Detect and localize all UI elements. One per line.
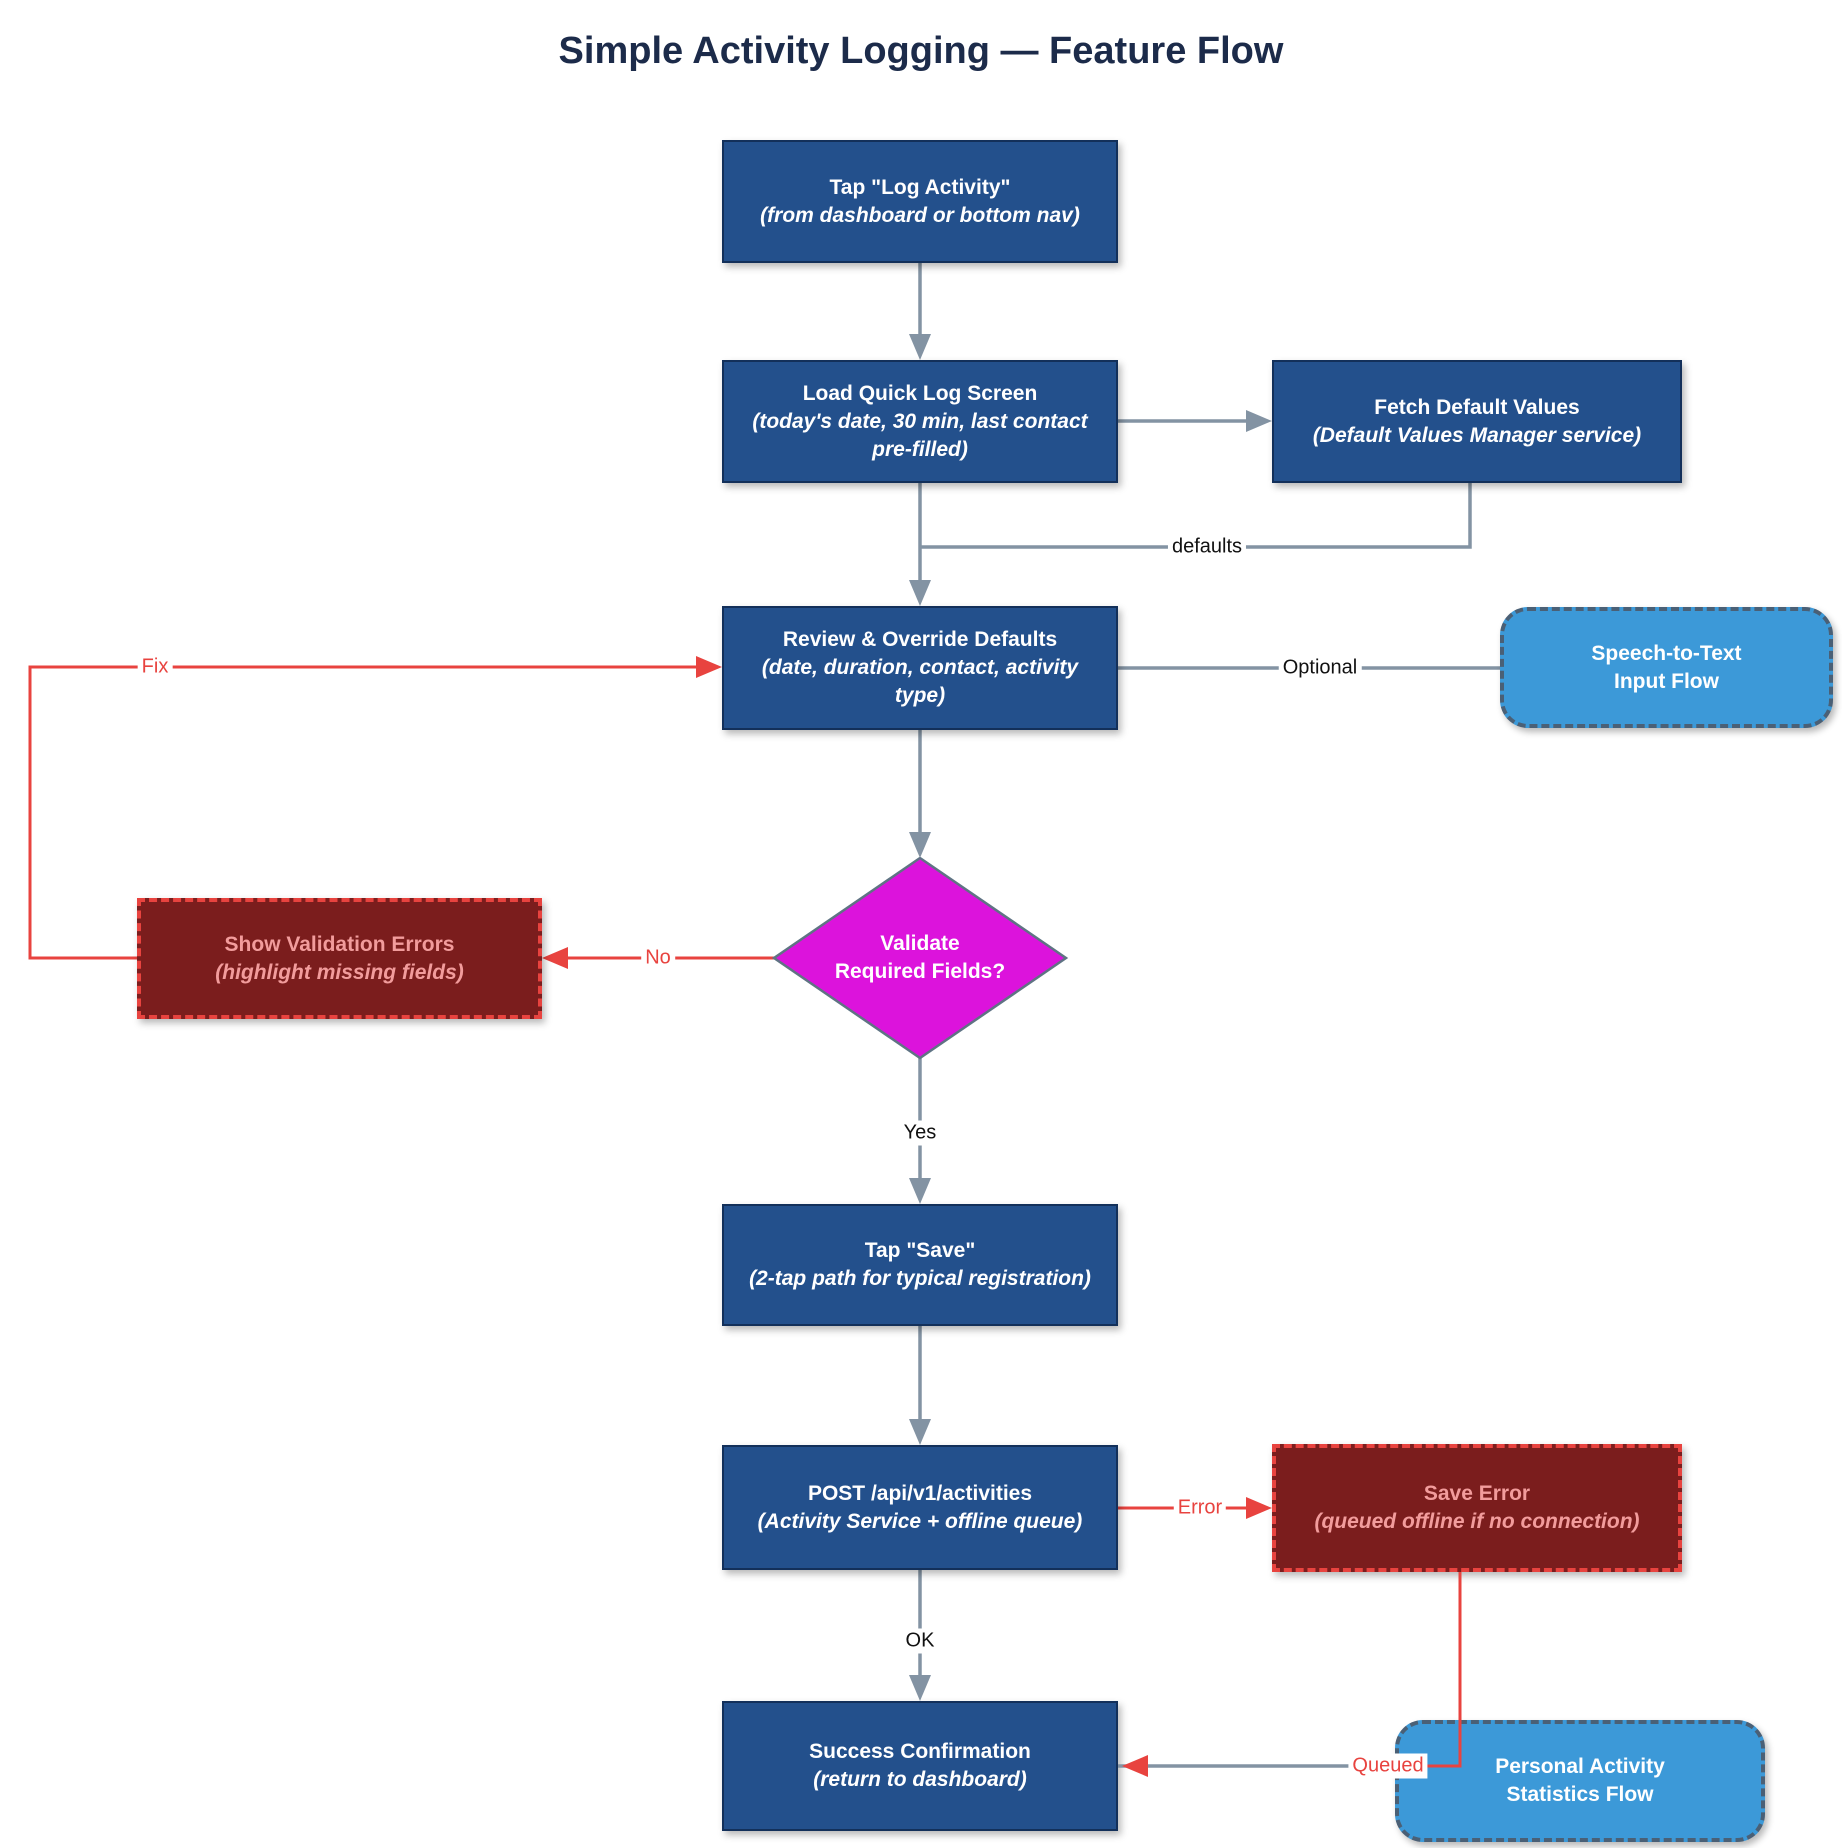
arrowhead-into-tapsave: [909, 1178, 931, 1204]
arrowhead-fix-into-review: [696, 656, 722, 678]
node-subtitle: (queued offline if no connection): [1314, 1510, 1640, 1533]
arrowhead-into-review: [909, 580, 931, 606]
edge-label-no: No: [641, 945, 675, 971]
node-subtitle: (2-tap path for typical registration): [749, 1267, 1091, 1290]
node-speech-to-text-flow: Speech-to-Text Input Flow: [1500, 607, 1833, 728]
node-title: Review & Override Defaults: [782, 628, 1058, 651]
node-title: Tap "Save": [864, 1239, 976, 1262]
node-subtitle: Statistics Flow: [1506, 1783, 1654, 1806]
page-title: Simple Activity Logging — Feature Flow: [558, 30, 1284, 72]
node-personal-activity-stats-flow: Personal Activity Statistics Flow: [1395, 1720, 1765, 1842]
node-title: Fetch Default Values: [1374, 395, 1580, 419]
node-subtitle: (date, duration, contact, activity: [761, 656, 1079, 679]
arrowhead-into-validate: [909, 832, 931, 858]
node-title: Save Error: [1423, 1482, 1531, 1505]
node-tap-save: Tap "Save" (2-tap path for typical regis…: [722, 1204, 1118, 1326]
node-subtitle: (from dashboard or bottom nav): [760, 203, 1080, 227]
arrowhead-error-into-saveerror: [1246, 1497, 1272, 1519]
node-subtitle: (Default Values Manager service): [1312, 423, 1642, 447]
edge-label-yes: Yes: [899, 1120, 941, 1146]
arrowhead-into-loadquick: [909, 334, 931, 360]
node-validate-required-fields: Validate Required Fields?: [790, 905, 1050, 1011]
edge-label-ok: OK: [901, 1628, 939, 1654]
node-title: Success Confirmation: [809, 1740, 1031, 1763]
node-subtitle: (return to dashboard): [813, 1768, 1027, 1791]
arrowhead-into-fetch: [1246, 410, 1272, 432]
node-subtitle: Required Fields?: [834, 960, 1006, 983]
node-show-validation-errors: Show Validation Errors (highlight missin…: [137, 898, 542, 1019]
node-title: Load Quick Log Screen: [802, 381, 1038, 405]
node-title: Show Validation Errors: [224, 932, 455, 956]
node-title: Tap "Log Activity": [829, 175, 1011, 199]
node-fetch-default-values: Fetch Default Values (Default Values Man…: [1272, 360, 1682, 483]
node-success-confirmation: Success Confirmation (return to dashboar…: [722, 1701, 1118, 1831]
edge-label-fix: Fix: [137, 654, 173, 680]
node-load-quick-log: Load Quick Log Screen (today's date, 30 …: [722, 360, 1118, 483]
node-subtitle: pre-filled): [872, 437, 968, 461]
node-subtitle: (Activity Service + offline queue): [757, 1509, 1083, 1533]
node-title: POST /api/v1/activities: [807, 1481, 1033, 1505]
edge-label-optional: Optional: [1278, 655, 1362, 681]
node-title: Speech-to-Text: [1591, 641, 1742, 665]
node-tap-log-activity: Tap "Log Activity" (from dashboard or bo…: [722, 140, 1118, 263]
edge-label-defaults: defaults: [1167, 534, 1247, 560]
node-subtitle: Input Flow: [1614, 669, 1719, 693]
node-save-error: Save Error (queued offline if no connect…: [1272, 1444, 1682, 1572]
node-post-activities: POST /api/v1/activities (Activity Servic…: [722, 1445, 1118, 1570]
edge-label-queued: Queued: [1348, 1753, 1428, 1779]
node-subtitle: (today's date, 30 min, last contact: [752, 409, 1088, 433]
node-review-override-defaults: Review & Override Defaults (date, durati…: [722, 606, 1118, 730]
arrowhead-into-success: [909, 1675, 931, 1701]
arrowhead-no-into-showerrors: [542, 947, 568, 969]
node-title: Personal Activity: [1495, 1755, 1665, 1778]
node-subtitle: (highlight missing fields): [215, 960, 464, 984]
edge-label-error: Error: [1173, 1495, 1227, 1521]
arrowhead-queued-into-success: [1122, 1755, 1148, 1777]
arrowhead-into-post: [909, 1419, 931, 1445]
node-title: Validate: [880, 932, 960, 955]
node-subtitle: type): [894, 684, 946, 707]
